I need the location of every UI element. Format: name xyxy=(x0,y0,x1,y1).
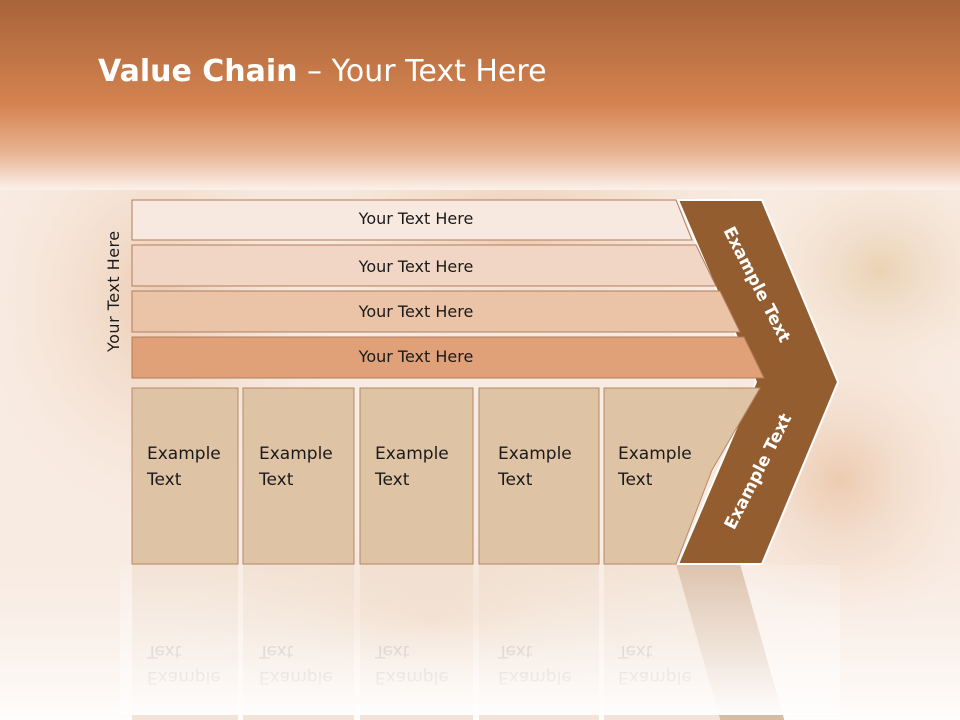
activity-label-line1: Example xyxy=(375,444,449,464)
activity-label-line1: Example xyxy=(498,444,572,464)
activity-label-line1: Example xyxy=(147,444,221,464)
activity-box xyxy=(359,387,474,565)
row-label: Your Text Here xyxy=(358,302,474,321)
row-bar xyxy=(131,336,765,379)
activity-label-line2: Text xyxy=(258,470,294,490)
title-rest: – Your Text Here xyxy=(297,54,547,89)
row-label: Your Text Here xyxy=(358,257,474,276)
row-label: Your Text Here xyxy=(358,347,474,366)
activity-label-line2: Text xyxy=(146,470,182,490)
activity-label-line1: Example xyxy=(259,444,333,464)
row-bar xyxy=(131,244,717,287)
activity-label-line1: Example xyxy=(618,444,692,464)
title-bold: Value Chain xyxy=(98,54,298,89)
activity-box xyxy=(478,387,600,565)
activity-box xyxy=(603,387,761,565)
activity-label-line2: Text xyxy=(617,470,653,490)
support-activities: Your Text Here Your Text Here Your Text … xyxy=(131,199,765,379)
activity-label-line2: Text xyxy=(497,470,533,490)
page-title: Value Chain – Your Text Here xyxy=(98,54,547,89)
activity-box xyxy=(131,387,239,565)
row-bar xyxy=(131,199,693,241)
primary-activities: Example Text Example Text Example Text E… xyxy=(131,387,761,565)
activity-box xyxy=(242,387,355,565)
row-label: Your Text Here xyxy=(358,209,474,228)
chevron-arrow xyxy=(676,199,840,565)
row-bar xyxy=(131,290,741,333)
reflection: ExampleTextExampleTextExampleTextExample… xyxy=(120,564,840,720)
activity-label-line2: Text xyxy=(374,470,410,490)
